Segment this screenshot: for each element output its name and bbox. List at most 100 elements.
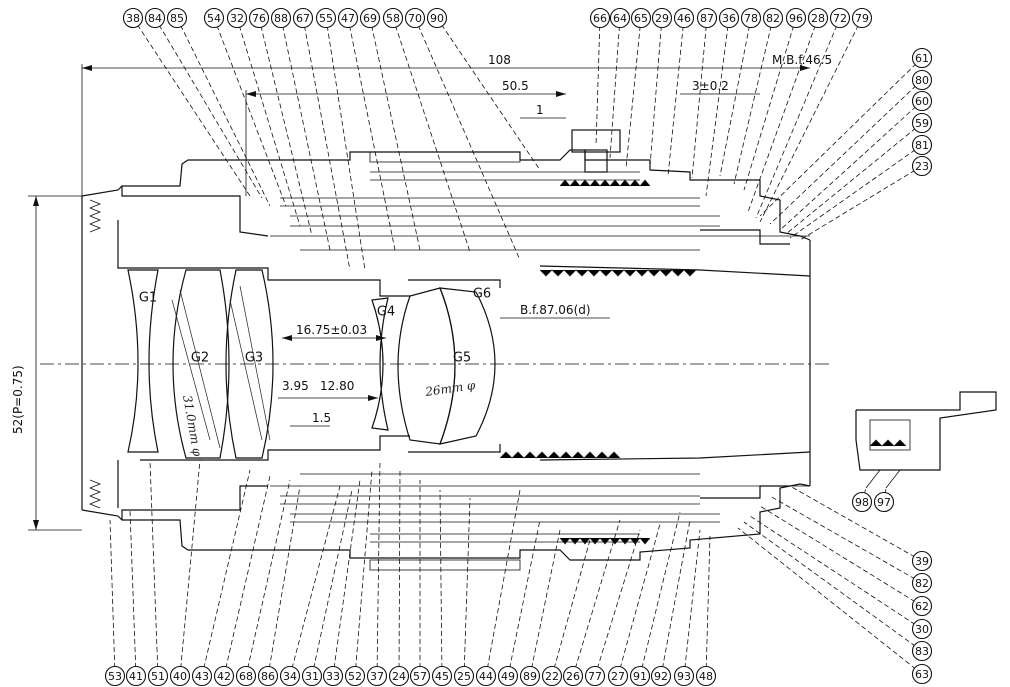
callout-83: 83: [743, 521, 933, 662]
g5-handwritten-note: 26mm φ: [423, 378, 476, 399]
callout-label: 79: [855, 12, 869, 25]
callout-label: 83: [915, 645, 929, 658]
callout-label: 37: [370, 670, 384, 683]
callout-68: 68: [235, 479, 291, 687]
callout-55: 55: [315, 7, 366, 271]
spacing-1-5-label: 1.5: [312, 411, 331, 425]
callout-48: 48: [695, 535, 717, 687]
callout-label: 42: [217, 670, 231, 683]
mount-back-focus-label: M.B.f.46.5: [772, 53, 832, 67]
callout-label: 78: [744, 12, 758, 25]
callout-label: 23: [915, 160, 929, 173]
callout-label: 30: [915, 623, 929, 636]
spacing-3-95-label: 3.95: [282, 379, 309, 393]
callout-29: 29: [649, 7, 673, 167]
callout-30: 30: [749, 515, 933, 640]
length-50-5-label: 50.5: [502, 79, 529, 93]
callout-72: 72: [755, 7, 851, 219]
callout-label: 51: [151, 670, 165, 683]
callout-64: 64: [609, 7, 631, 159]
callout-label: 33: [326, 670, 340, 683]
callout-label: 64: [613, 12, 627, 25]
callout-42: 42: [213, 475, 271, 687]
callout-84: 84: [144, 7, 263, 199]
callout-45: 45: [431, 489, 453, 687]
callout-label: 44: [479, 670, 493, 683]
callout-label: 48: [699, 670, 713, 683]
lens-group-g2: G2: [191, 351, 209, 366]
callout-label: 34: [283, 670, 297, 683]
callout-67: 67: [292, 7, 351, 271]
callout-34: 34: [279, 485, 341, 687]
callout-60: 60: [779, 90, 933, 231]
gap-1-label: 1: [536, 103, 544, 117]
callout-label: 43: [195, 670, 209, 683]
callout-label: 26: [566, 670, 580, 683]
callout-81: 81: [789, 134, 933, 239]
callout-label: 36: [722, 12, 736, 25]
callout-label: 76: [252, 12, 266, 25]
callout-label: 61: [915, 52, 929, 65]
callout-label: 70: [408, 12, 422, 25]
callout-label: 24: [392, 670, 406, 683]
callout-label: 96: [789, 12, 803, 25]
callout-62: 62: [759, 505, 933, 617]
callout-label: 77: [588, 670, 602, 683]
callout-label: 93: [677, 670, 691, 683]
callout-93: 93: [673, 529, 701, 687]
callout-87: 87: [691, 7, 718, 179]
callout-label: 58: [386, 12, 400, 25]
callout-label: 92: [654, 670, 668, 683]
callout-label: 40: [173, 670, 187, 683]
callout-label: 31: [305, 670, 319, 683]
callout-97: 97: [873, 487, 895, 513]
callout-label: 98: [855, 496, 869, 509]
callout-label: 82: [915, 577, 929, 590]
callout-label: 63: [915, 668, 929, 681]
callout-label: 91: [633, 670, 647, 683]
back-focus-label: B.f.87.06(d): [520, 303, 591, 317]
callout-82: 82: [733, 7, 784, 185]
callout-77: 77: [584, 529, 641, 687]
callout-44: 44: [475, 489, 521, 687]
callout-69: 69: [359, 7, 421, 251]
callout-label: 85: [170, 12, 184, 25]
callout-label: 57: [413, 670, 427, 683]
callout-51: 51: [147, 461, 169, 687]
callout-40: 40: [169, 459, 201, 687]
tolerance-label: 3±0.2: [692, 79, 729, 93]
callout-label: 66: [593, 12, 607, 25]
lens-group-g3: G3: [245, 351, 263, 366]
callout-25: 25: [453, 497, 475, 687]
callout-59: 59: [785, 112, 933, 235]
callout-33: 33: [322, 479, 361, 687]
callout-36: 36: [705, 7, 740, 197]
callout-41: 41: [125, 509, 147, 687]
callout-57: 57: [409, 480, 431, 687]
callout-label: 81: [915, 139, 929, 152]
callout-52: 52: [344, 469, 373, 687]
diameter-label: 52(P=0.75): [11, 365, 25, 434]
callout-label: 69: [363, 12, 377, 25]
lens-elements: [127, 267, 501, 461]
callout-label: 28: [811, 12, 825, 25]
callout-65: 65: [625, 7, 652, 169]
callout-label: 32: [230, 12, 244, 25]
callout-label: 67: [296, 12, 310, 25]
callout-96: 96: [743, 7, 807, 191]
callout-27: 27: [607, 523, 661, 687]
lens-group-g5: G5: [453, 351, 471, 366]
callout-31: 31: [301, 489, 353, 687]
callout-label: 41: [129, 670, 143, 683]
callout-label: 53: [108, 670, 122, 683]
callout-82: 82: [769, 495, 933, 594]
callout-23: 23: [799, 155, 933, 241]
callout-79: 79: [759, 7, 873, 223]
callout-90: 90: [426, 7, 541, 171]
lens-group-g6: G6: [473, 287, 491, 302]
callout-78: 78: [719, 7, 762, 177]
callout-22: 22: [541, 539, 591, 687]
callout-47: 47: [337, 7, 396, 251]
callout-label: 52: [348, 670, 362, 683]
